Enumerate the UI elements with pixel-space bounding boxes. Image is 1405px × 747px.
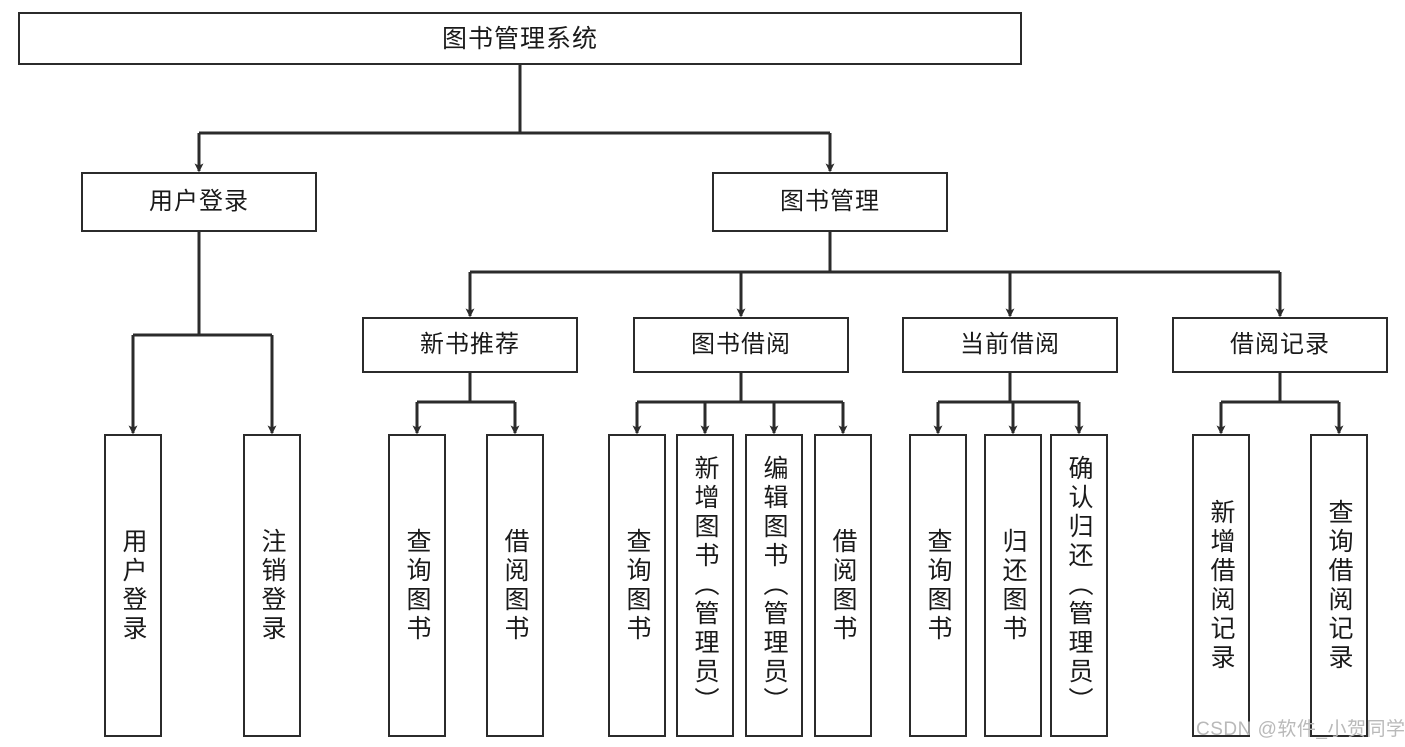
node-leaf-query-1[interactable]: 查询图书	[388, 434, 446, 737]
node-leaf-query-3[interactable]: 查询图书	[909, 434, 967, 737]
node-leaf-add-rec[interactable]: 新增借阅记录	[1192, 434, 1250, 737]
node-leaf-edit-book[interactable]: 编辑图书（管理员）	[745, 434, 803, 737]
node-borrow-record[interactable]: 借阅记录	[1172, 317, 1388, 373]
node-leaf-add-book[interactable]: 新增图书（管理员）	[676, 434, 734, 737]
node-label: 借阅图书	[829, 527, 857, 644]
node-label: 查询图书	[623, 527, 651, 644]
node-label: 新书推荐	[420, 330, 520, 358]
node-root[interactable]: 图书管理系统	[18, 12, 1022, 65]
node-label: 当前借阅	[960, 330, 1060, 358]
node-book-borrow[interactable]: 图书借阅	[633, 317, 849, 373]
node-label: 借阅记录	[1230, 330, 1330, 358]
node-label: 图书管理	[780, 187, 880, 215]
node-leaf-query-rec[interactable]: 查询借阅记录	[1310, 434, 1368, 737]
node-label: 查询图书	[403, 527, 431, 644]
node-leaf-user-login[interactable]: 用户登录	[104, 434, 162, 737]
node-label: 借阅图书	[501, 527, 529, 644]
node-label: 注销登录	[258, 527, 286, 644]
node-label: 归还图书	[999, 527, 1027, 644]
node-leaf-confirm[interactable]: 确认归还（管理员）	[1050, 434, 1108, 737]
node-leaf-logout[interactable]: 注销登录	[243, 434, 301, 737]
node-label: 查询图书	[924, 527, 952, 644]
node-leaf-borrow-1[interactable]: 借阅图书	[486, 434, 544, 737]
node-label: 新增借阅记录	[1207, 498, 1235, 673]
node-label: 用户登录	[149, 187, 249, 215]
wire-group	[128, 65, 1344, 435]
node-new-book-rec[interactable]: 新书推荐	[362, 317, 578, 373]
node-leaf-query-2[interactable]: 查询图书	[608, 434, 666, 737]
node-label: 图书借阅	[691, 330, 791, 358]
node-label: 查询借阅记录	[1325, 498, 1353, 673]
node-current-borrow[interactable]: 当前借阅	[902, 317, 1118, 373]
node-book-manage[interactable]: 图书管理	[712, 172, 948, 232]
node-label: 图书管理系统	[441, 24, 598, 53]
node-label: 用户登录	[119, 527, 147, 644]
node-leaf-return[interactable]: 归还图书	[984, 434, 1042, 737]
node-label: 编辑图书（管理员）	[760, 455, 788, 716]
node-user-login[interactable]: 用户登录	[81, 172, 317, 232]
node-leaf-borrow-2[interactable]: 借阅图书	[814, 434, 872, 737]
node-label: 新增图书（管理员）	[691, 455, 719, 716]
node-label: 确认归还（管理员）	[1065, 455, 1093, 716]
